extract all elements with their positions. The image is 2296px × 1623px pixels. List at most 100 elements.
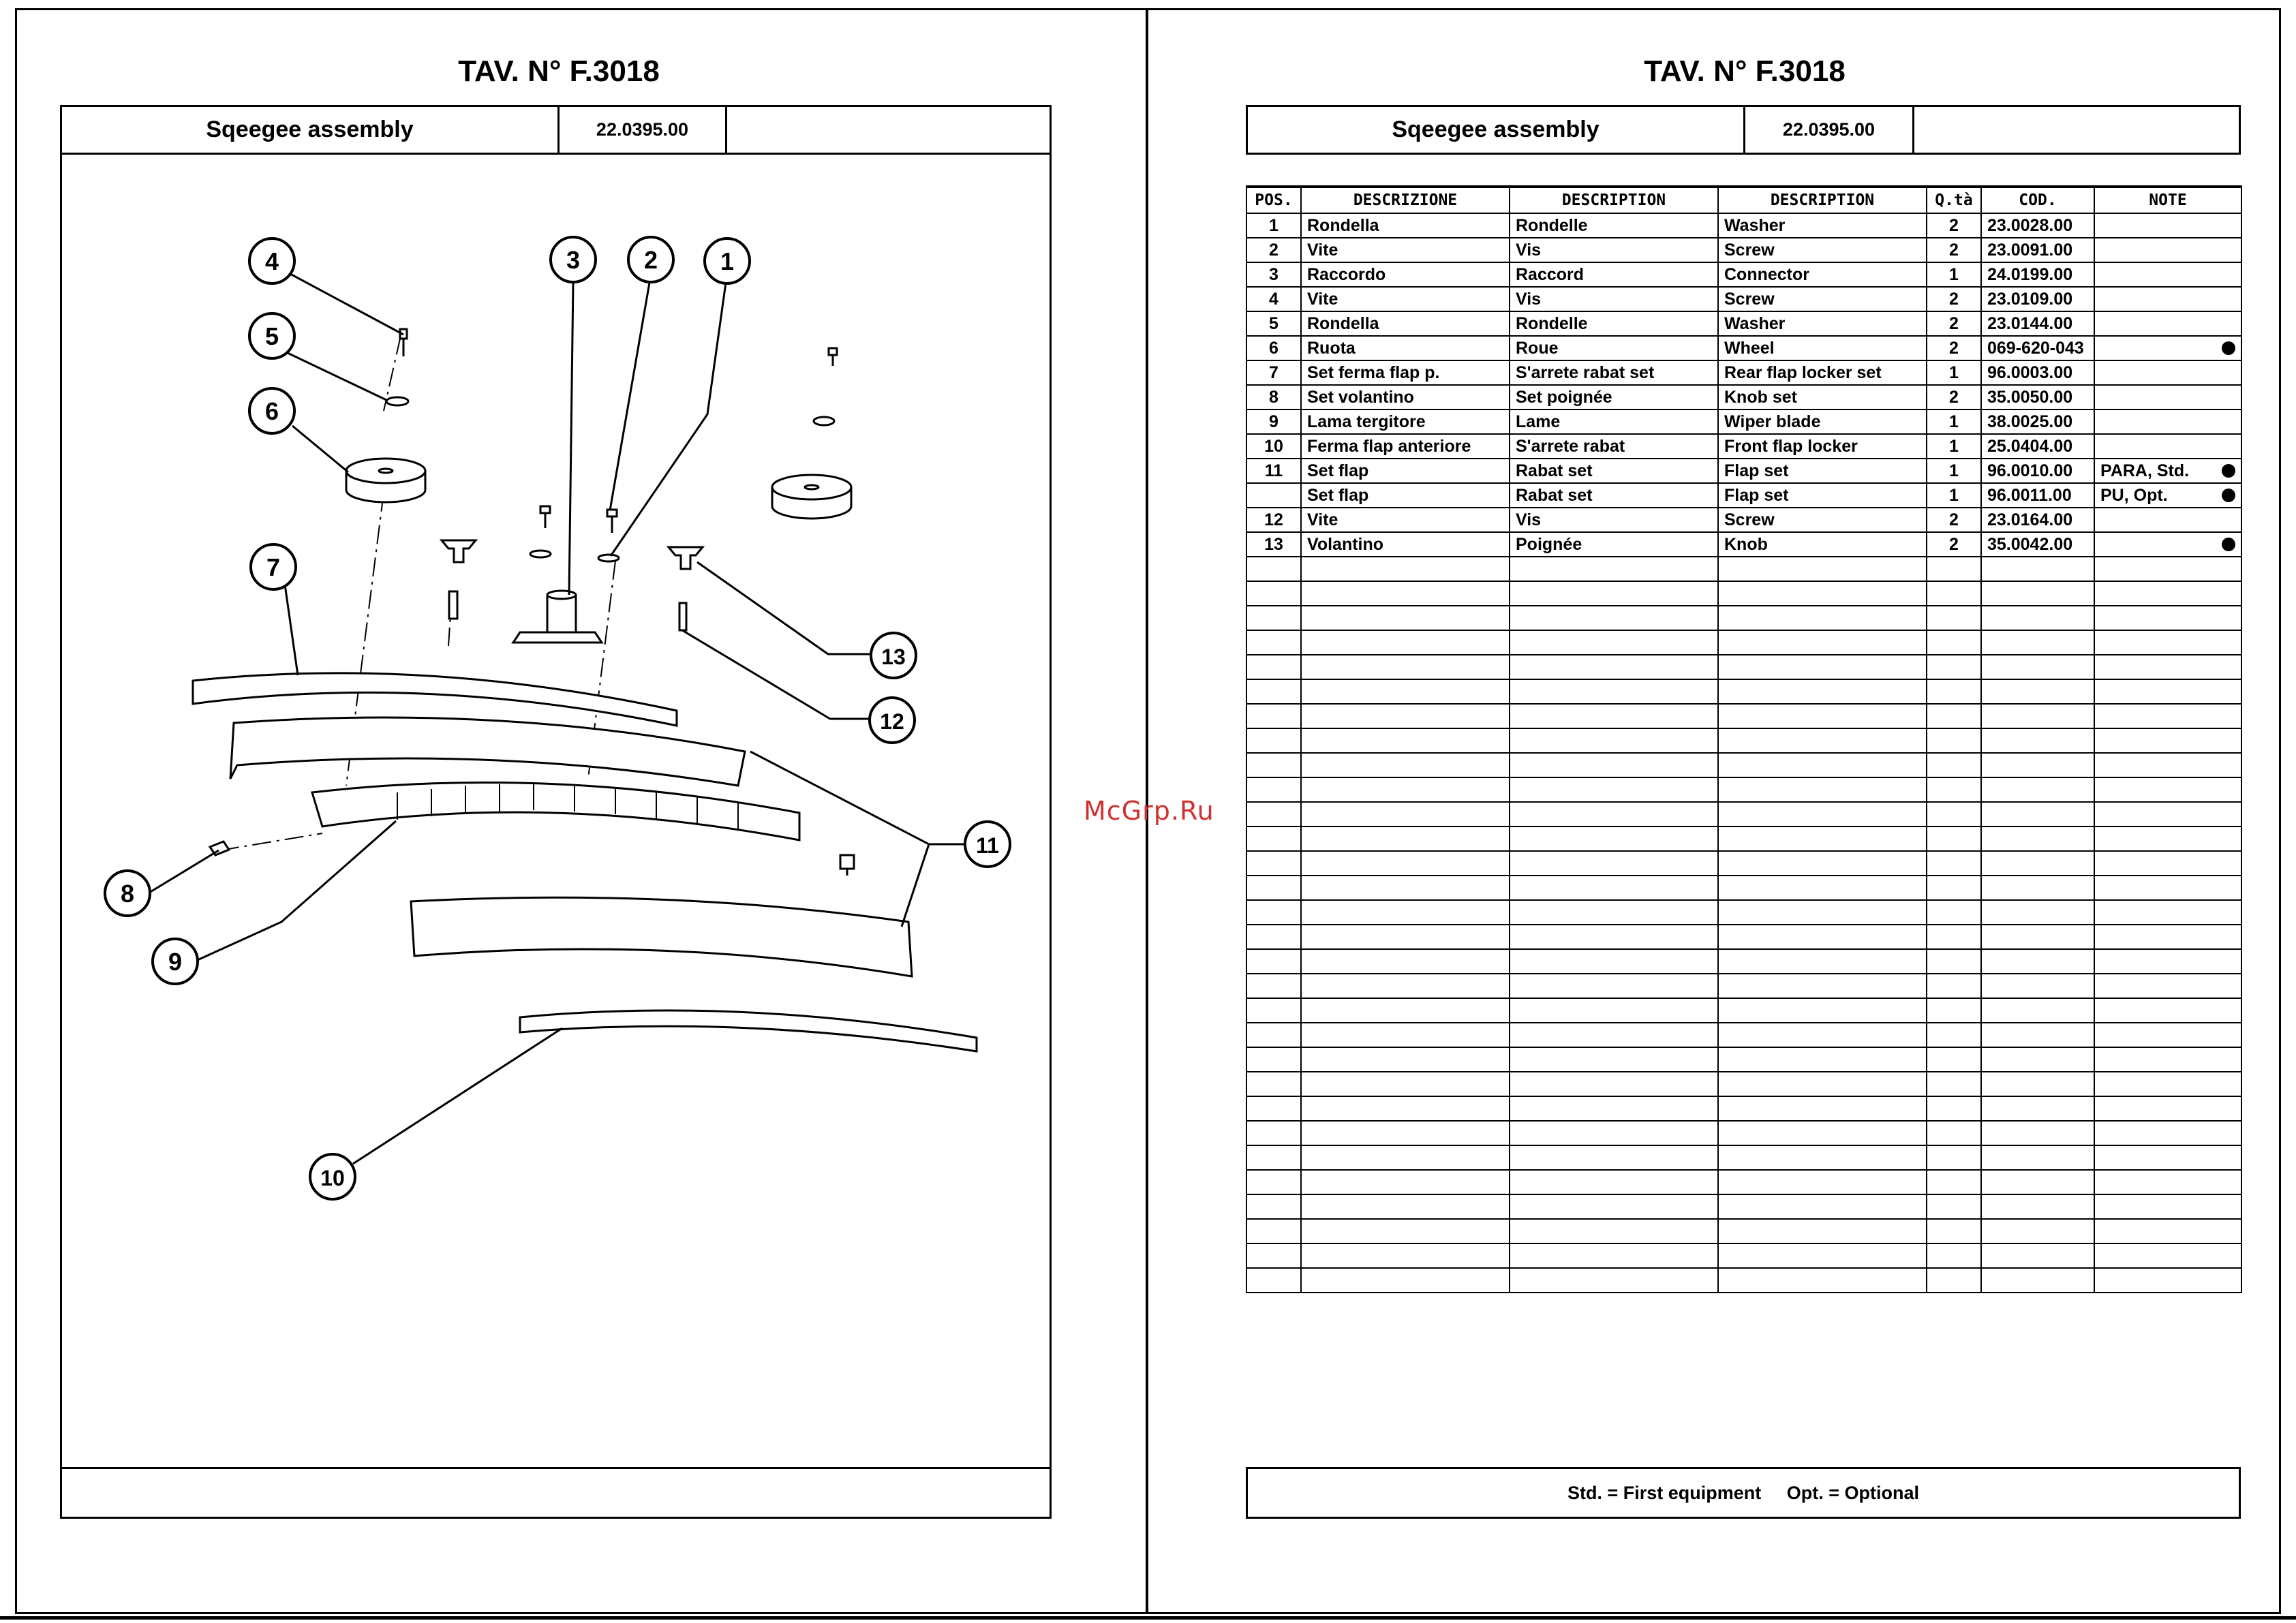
cell-description-en	[1717, 1169, 1927, 1195]
col-cod: COD.	[1980, 185, 2095, 214]
cell-description-fr	[1509, 581, 1719, 606]
cell-descrizione	[1300, 679, 1510, 705]
cell-qty: 1	[1926, 262, 1982, 288]
cell-description-en	[1717, 875, 1927, 901]
col-qty: Q.tà	[1926, 185, 1982, 214]
cell-description-fr	[1509, 752, 1719, 778]
exploded-drawing-area: 4 5 6 3 2 1 7 13 12 11 8 9 10	[60, 153, 1052, 1469]
empty-table-row	[1246, 1218, 2242, 1244]
cell-qty	[1926, 752, 1982, 778]
cell-description-en	[1717, 973, 1927, 999]
callout-13: 13	[870, 632, 917, 679]
cell-description-en	[1717, 1243, 1927, 1269]
screw-item-2	[606, 508, 618, 533]
cell-description-fr: Rabat set	[1509, 458, 1719, 484]
empty-table-row	[1246, 1194, 2242, 1220]
cell-description-en: Flap set	[1717, 458, 1927, 484]
cell-cod	[1980, 826, 2095, 852]
cell-descrizione: Set flap	[1300, 482, 1510, 508]
cell-description-fr	[1509, 924, 1719, 950]
cell-description-en	[1717, 581, 1927, 606]
cell-descrizione: Ruota	[1300, 335, 1510, 361]
cell-pos	[1246, 924, 1302, 950]
empty-table-row	[1246, 728, 2242, 754]
empty-table-row	[1246, 850, 2242, 876]
cell-cod	[1980, 1071, 2095, 1097]
cell-description-en: Front flap locker	[1717, 433, 1927, 459]
cell-cod	[1980, 899, 2095, 925]
svg-text:10: 10	[320, 1166, 345, 1190]
cell-cod: 38.0025.00	[1980, 409, 2095, 435]
cell-pos	[1246, 1194, 1302, 1220]
cell-qty	[1926, 826, 1982, 852]
cell-pos	[1246, 826, 1302, 852]
cell-note	[2094, 556, 2242, 582]
cell-description-fr	[1509, 1169, 1719, 1195]
cell-note	[2094, 384, 2242, 410]
cell-note	[2094, 1047, 2242, 1072]
parts-table-header: POS. DESCRIZIONE DESCRIPTION DESCRIPTION…	[1246, 185, 2242, 214]
empty-table-row	[1246, 948, 2242, 974]
right-header-name: Sqeegee assembly	[1248, 107, 1745, 153]
svg-text:2: 2	[644, 246, 658, 274]
cell-pos	[1246, 850, 1302, 876]
svg-text:11: 11	[976, 833, 999, 858]
front-flap-item-11	[410, 896, 913, 978]
svg-text:1: 1	[720, 247, 734, 275]
cell-qty: 2	[1926, 384, 1982, 410]
cell-note	[2094, 409, 2242, 435]
cell-qty	[1926, 1047, 1982, 1072]
cell-note	[2094, 875, 2242, 901]
cell-qty	[1926, 1267, 1982, 1293]
cell-description-fr	[1509, 777, 1719, 803]
empty-table-row	[1246, 924, 2242, 950]
cell-note	[2094, 679, 2242, 705]
cell-pos	[1246, 973, 1302, 999]
cell-description-fr	[1509, 654, 1719, 680]
cell-description-en	[1717, 1194, 1927, 1220]
cell-qty	[1926, 875, 1982, 901]
callout-1: 1	[703, 237, 751, 285]
cell-qty	[1926, 1243, 1982, 1269]
callout-8: 8	[104, 869, 151, 917]
svg-text:13: 13	[881, 645, 906, 669]
cell-descrizione	[1300, 924, 1510, 950]
cell-descrizione	[1300, 1047, 1510, 1072]
cell-qty: 1	[1926, 482, 1982, 508]
cell-pos	[1246, 777, 1302, 803]
cell-descrizione: Raccordo	[1300, 262, 1510, 288]
cell-description-fr	[1509, 973, 1719, 999]
cell-note	[2094, 998, 2242, 1023]
cell-description-fr	[1509, 728, 1719, 754]
cell-description-en	[1717, 801, 1927, 827]
callout-5: 5	[248, 312, 296, 360]
cell-qty	[1926, 948, 1982, 974]
empty-table-row	[1246, 1267, 2242, 1293]
cell-cod: 23.0091.00	[1980, 237, 2095, 263]
callout-11: 11	[964, 820, 1011, 868]
cell-pos	[1246, 581, 1302, 606]
cell-note	[2094, 630, 2242, 655]
cell-description-fr	[1509, 1096, 1719, 1122]
cell-cod	[1980, 1267, 2095, 1293]
cell-pos	[1246, 899, 1302, 925]
cell-qty	[1926, 1071, 1982, 1097]
cell-note	[2094, 531, 2242, 557]
callout-2: 2	[627, 236, 675, 283]
cell-note	[2094, 703, 2242, 729]
screw-item-12	[678, 602, 688, 632]
cell-qty	[1926, 630, 1982, 655]
cell-description-fr	[1509, 605, 1719, 631]
cell-pos: 13	[1246, 531, 1302, 557]
cell-qty	[1926, 581, 1982, 606]
left-header-code: 22.0395.00	[560, 107, 727, 153]
cell-description-fr	[1509, 875, 1719, 901]
cell-descrizione	[1300, 1071, 1510, 1097]
empty-table-row	[1246, 703, 2242, 729]
cell-pos	[1246, 556, 1302, 582]
cell-descrizione	[1300, 998, 1510, 1023]
cell-description-fr	[1509, 1120, 1719, 1146]
svg-text:7: 7	[266, 553, 280, 581]
